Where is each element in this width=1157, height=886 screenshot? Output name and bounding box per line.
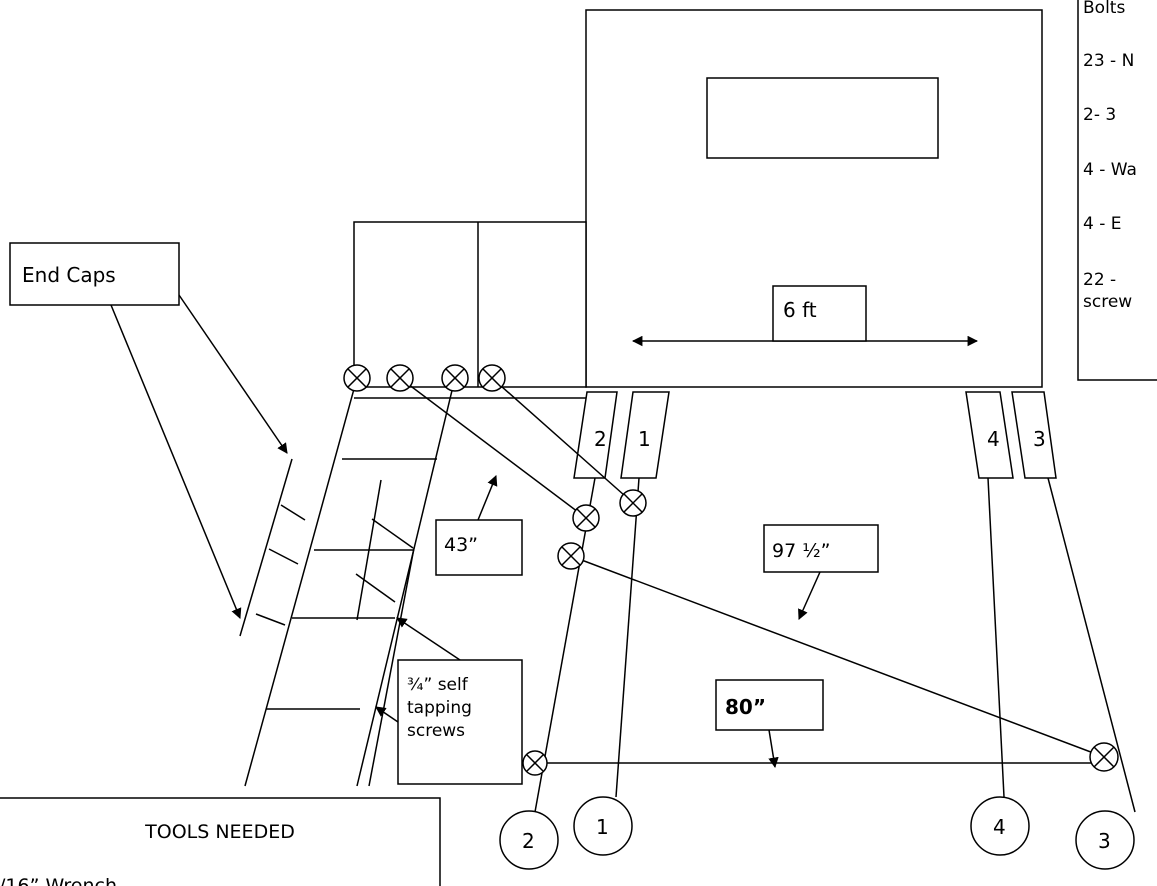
- ladder-rung-short: [280, 504, 306, 521]
- dim-80-arrow: [768, 729, 779, 769]
- bolt-marker: [386, 364, 414, 392]
- parts-list-box: [1077, 0, 1157, 381]
- leg-top-label: 2: [594, 427, 607, 451]
- leg-3: [1047, 477, 1136, 813]
- bolt-marker: [1089, 742, 1119, 772]
- bolt-marker: [619, 489, 647, 517]
- parts-item: 22 -: [1083, 270, 1116, 290]
- bolt-marker: [343, 364, 371, 392]
- bolt-marker: [441, 364, 469, 392]
- bolt-marker: [522, 750, 548, 776]
- leg-foot-2: [499, 810, 559, 870]
- dim-80-label: 80”: [725, 695, 766, 719]
- ladder-rung-short: [268, 548, 299, 565]
- ladder-rail-left: [244, 377, 358, 787]
- dim-97-label: 97 ½”: [772, 540, 830, 562]
- end-caps-label: End Caps: [22, 263, 116, 287]
- end-caps-arrow: [178, 294, 288, 454]
- parts-item: Bolts: [1083, 0, 1125, 18]
- leg-bracket-4: [965, 391, 1014, 479]
- parts-item: screw: [1083, 292, 1132, 312]
- bolt-marker: [557, 542, 585, 570]
- side-compartment: [353, 221, 587, 388]
- leg-bracket-3: [1011, 391, 1057, 479]
- leg-1: [615, 477, 640, 798]
- ladder-rung-short: [355, 573, 396, 603]
- leg-foot-3: [1075, 810, 1135, 870]
- platform-window: [706, 77, 939, 159]
- screws-arrow: [375, 706, 399, 723]
- screws-label-line1: ¾” self: [407, 675, 469, 695]
- dim-43-label: 43”: [444, 534, 478, 556]
- leg-foot-label: 1: [596, 815, 609, 839]
- leg-4: [987, 477, 1005, 798]
- parts-item: 4 - Wa: [1083, 160, 1137, 180]
- leg-foot-label: 4: [993, 815, 1006, 839]
- screws-arrow: [396, 617, 461, 661]
- parts-item: 2- 3: [1083, 105, 1116, 125]
- ladder-rail-right: [356, 377, 456, 787]
- dim-97-arrow: [798, 571, 821, 620]
- screws-label-line2: tapping: [407, 698, 472, 718]
- tools-item: /16” Wrench: [0, 875, 117, 886]
- dim-43-box: [435, 519, 523, 576]
- bolt-marker: [572, 504, 600, 532]
- leg-foot-1: [573, 796, 633, 856]
- leg-foot-label: 3: [1098, 829, 1111, 853]
- screws-box: [397, 659, 523, 785]
- end-caps-arrow: [110, 304, 242, 619]
- ladder-rung-short: [255, 613, 286, 626]
- ladder-rung-short: [371, 518, 414, 549]
- dim-43-arrow: [477, 475, 498, 521]
- tools-title: TOOLS NEEDED: [144, 821, 295, 843]
- parts-list: Bolts 23 - N 2- 3 4 - Wa 4 - E 22 - scre…: [1083, 0, 1137, 312]
- bolt-marker: [478, 364, 506, 392]
- screws-label-line3: screws: [407, 721, 465, 741]
- brace-97: [570, 555, 1105, 758]
- width-label: 6 ft: [783, 298, 817, 322]
- width-label-box: [772, 285, 867, 342]
- end-cap-bar: [239, 458, 293, 637]
- brace-43: [399, 377, 587, 519]
- brace-short-2: [491, 377, 634, 504]
- leg-bracket-1: [620, 391, 670, 479]
- end-caps-box: [9, 242, 180, 306]
- leg-foot-4: [970, 796, 1030, 856]
- parts-item: 23 - N: [1083, 51, 1134, 71]
- leg-top-label: 1: [638, 427, 651, 451]
- dim-80-box: [715, 679, 824, 731]
- ladder-rail-inner: [368, 547, 415, 787]
- leg-foot-label: 2: [522, 829, 535, 853]
- tools-box: [0, 797, 441, 886]
- leg-top-label: 4: [987, 427, 1000, 451]
- leg-top-label: 3: [1033, 427, 1046, 451]
- parts-item: 4 - E: [1083, 214, 1122, 234]
- dim-97-box: [763, 524, 879, 573]
